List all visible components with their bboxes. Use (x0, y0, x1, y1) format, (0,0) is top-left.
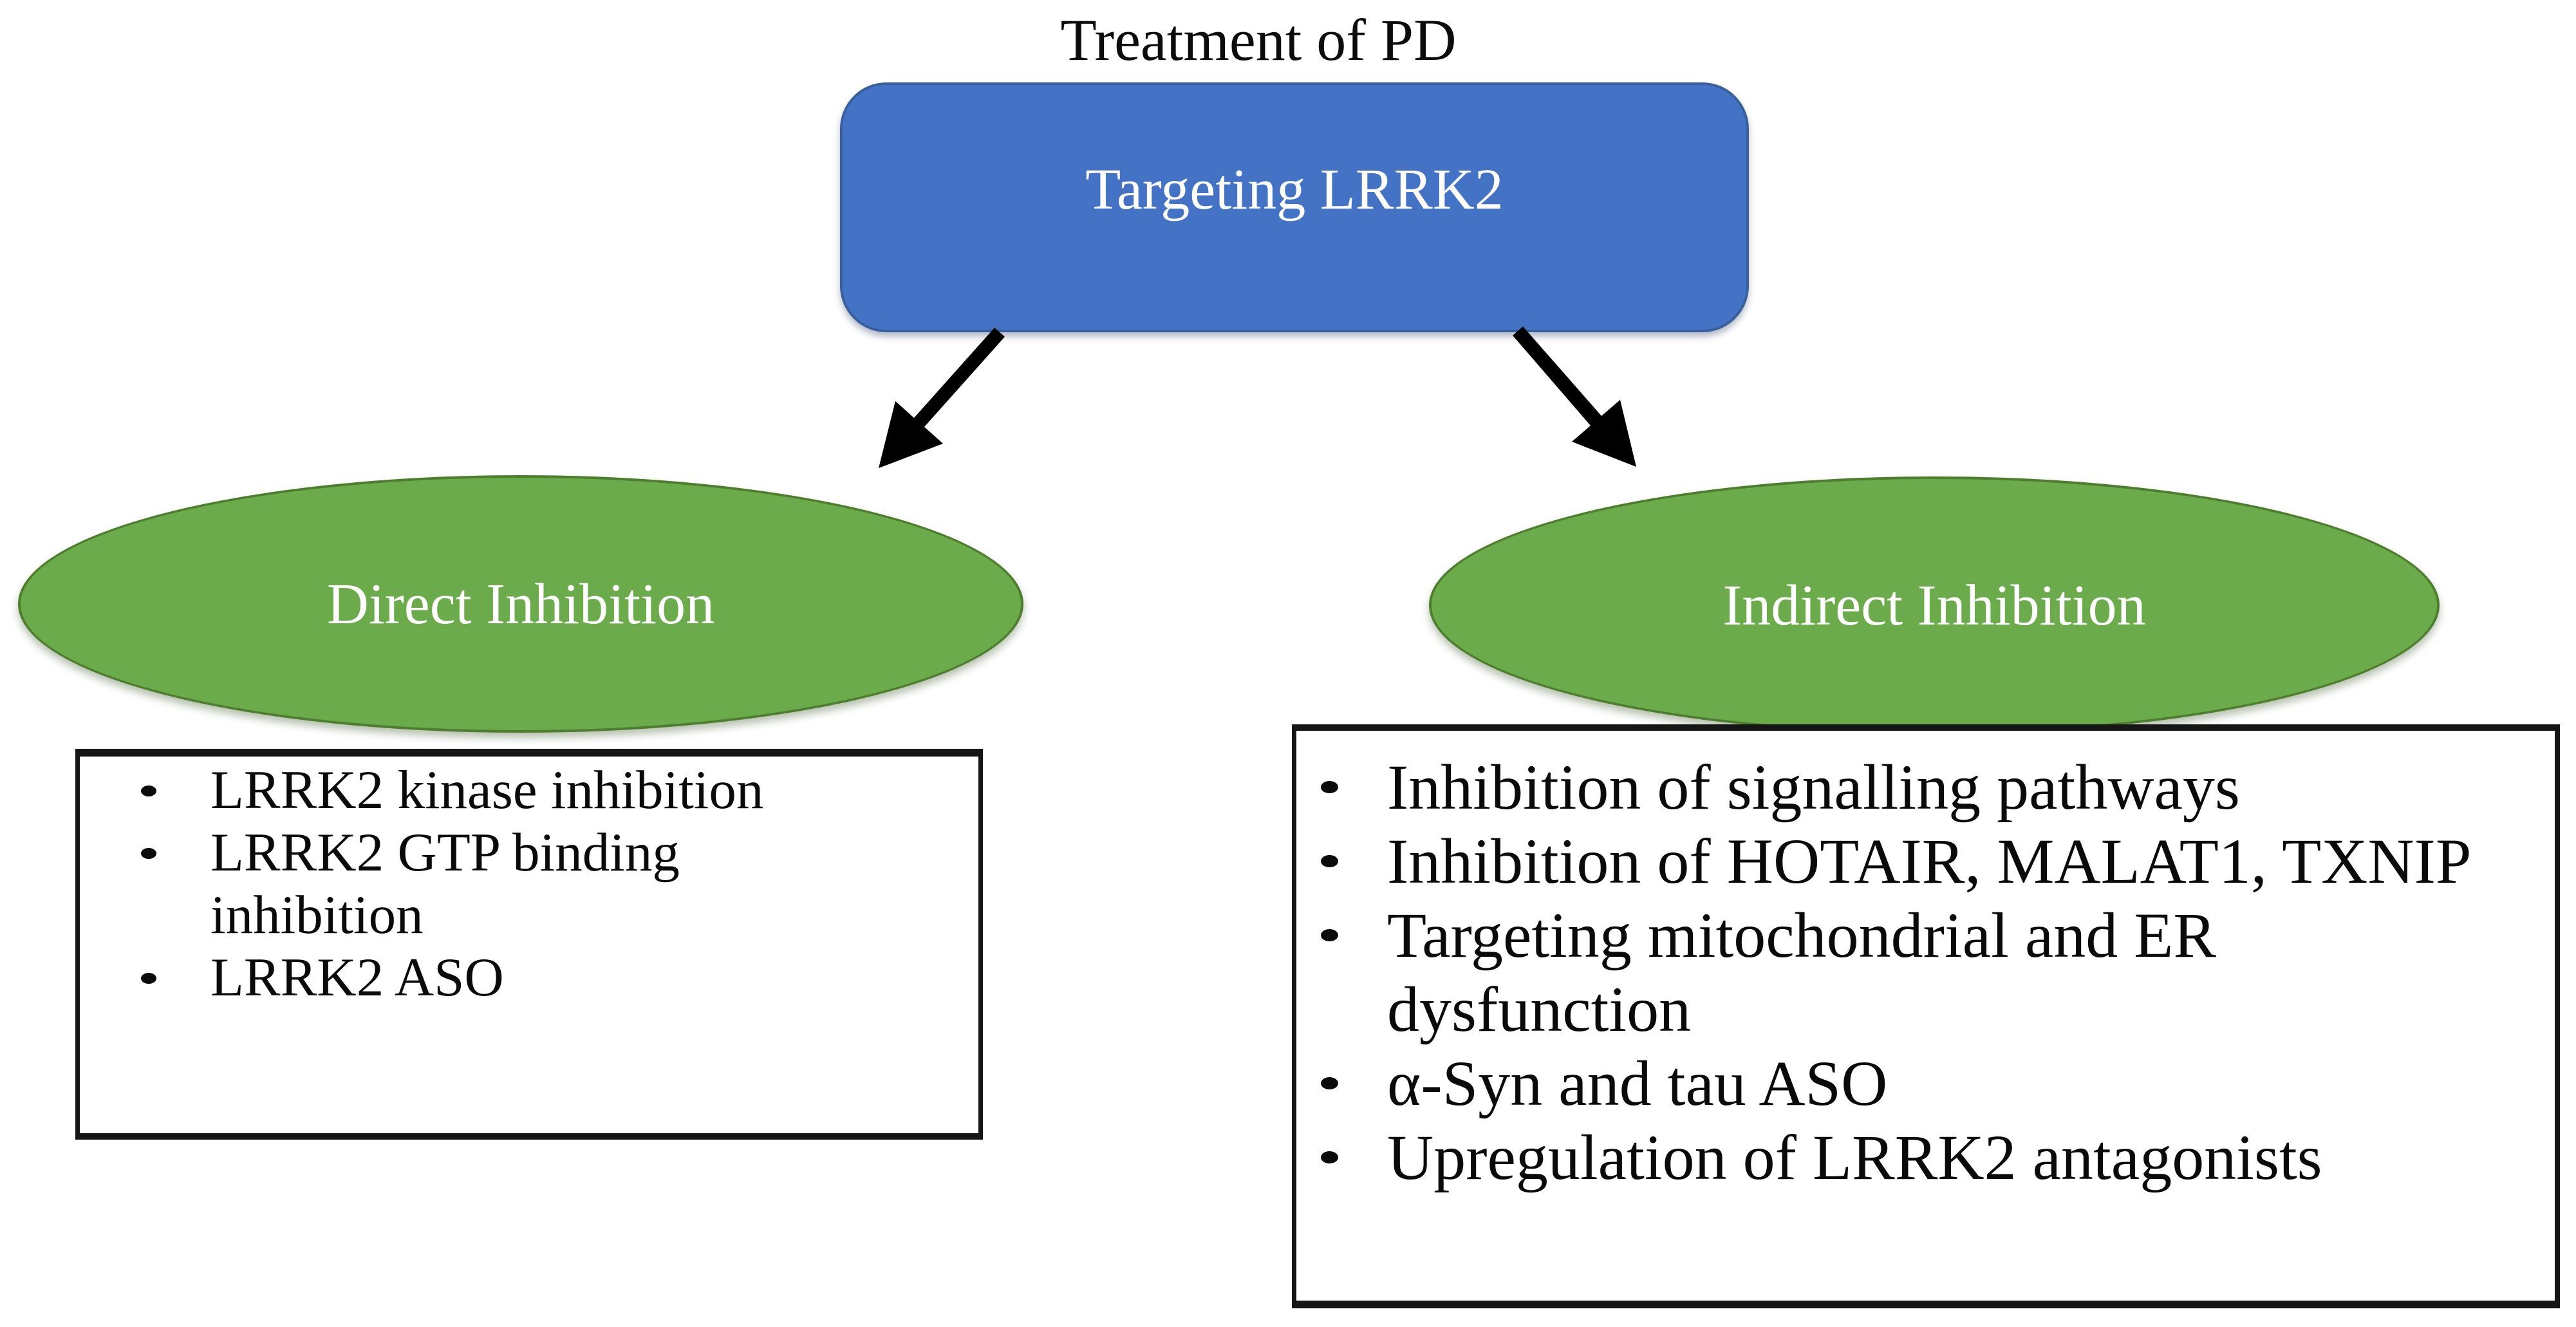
list-item-text: Upregulation of LRRK2 antagonists (1387, 1122, 2322, 1193)
list-item-text: Inhibition of HOTAIR, MALAT1, TXNIP (1387, 825, 2472, 897)
list-item: Targeting mitochondrial and ER dysfuncti… (1321, 898, 2542, 1046)
bullet-icon (1321, 929, 1338, 941)
bullet-icon (141, 973, 156, 984)
direct-inhibition-list-box: LRRK2 kinase inhibition LRRK2 GTP bindin… (75, 749, 983, 1140)
bullet-icon (141, 848, 156, 859)
list-item: Upregulation of LRRK2 antagonists (1321, 1120, 2542, 1194)
list-item: Inhibition of signalling pathways (1321, 750, 2542, 824)
indirect-inhibition-list-box: Inhibition of signalling pathways Inhibi… (1292, 724, 2560, 1308)
bullet-icon (1321, 855, 1338, 867)
list-item: LRRK2 kinase inhibition (141, 759, 966, 822)
list-item-text: Targeting mitochondrial and ER dysfuncti… (1387, 899, 2217, 1045)
arrow-right-icon (1513, 326, 1636, 467)
direct-inhibition-node: Direct Inhibition (18, 475, 1023, 733)
bullet-icon (1321, 1151, 1338, 1163)
bullet-icon (1321, 1077, 1338, 1089)
list-item-text: LRRK2 ASO (210, 947, 504, 1008)
arrow-left-icon (879, 328, 1005, 468)
list-item-text: Inhibition of signalling pathways (1387, 751, 2240, 823)
root-node-label: Targeting LRRK2 (1085, 158, 1504, 221)
list-item-text: LRRK2 GTP binding inhibition (210, 822, 680, 945)
list-item: Inhibition of HOTAIR, MALAT1, TXNIP (1321, 824, 2542, 898)
indirect-inhibition-label: Indirect Inhibition (1722, 573, 2146, 637)
indirect-inhibition-list: Inhibition of signalling pathways Inhibi… (1296, 731, 2555, 1194)
bullet-icon (1321, 781, 1338, 793)
direct-inhibition-label: Direct Inhibition (326, 572, 715, 636)
indirect-inhibition-node: Indirect Inhibition (1429, 476, 2440, 734)
root-node-targeting-lrrk2: Targeting LRRK2 (840, 82, 1749, 332)
list-item-text: LRRK2 kinase inhibition (210, 760, 764, 820)
diagram-title: Treatment of PD (1060, 7, 1457, 73)
direct-inhibition-list: LRRK2 kinase inhibition LRRK2 GTP bindin… (80, 757, 978, 1009)
list-item: α-Syn and tau ASO (1321, 1046, 2542, 1120)
bullet-icon (141, 786, 156, 796)
list-item: LRRK2 GTP binding inhibition (141, 822, 966, 946)
list-item: LRRK2 ASO (141, 946, 966, 1009)
list-item-text: α-Syn and tau ASO (1387, 1048, 1888, 1119)
